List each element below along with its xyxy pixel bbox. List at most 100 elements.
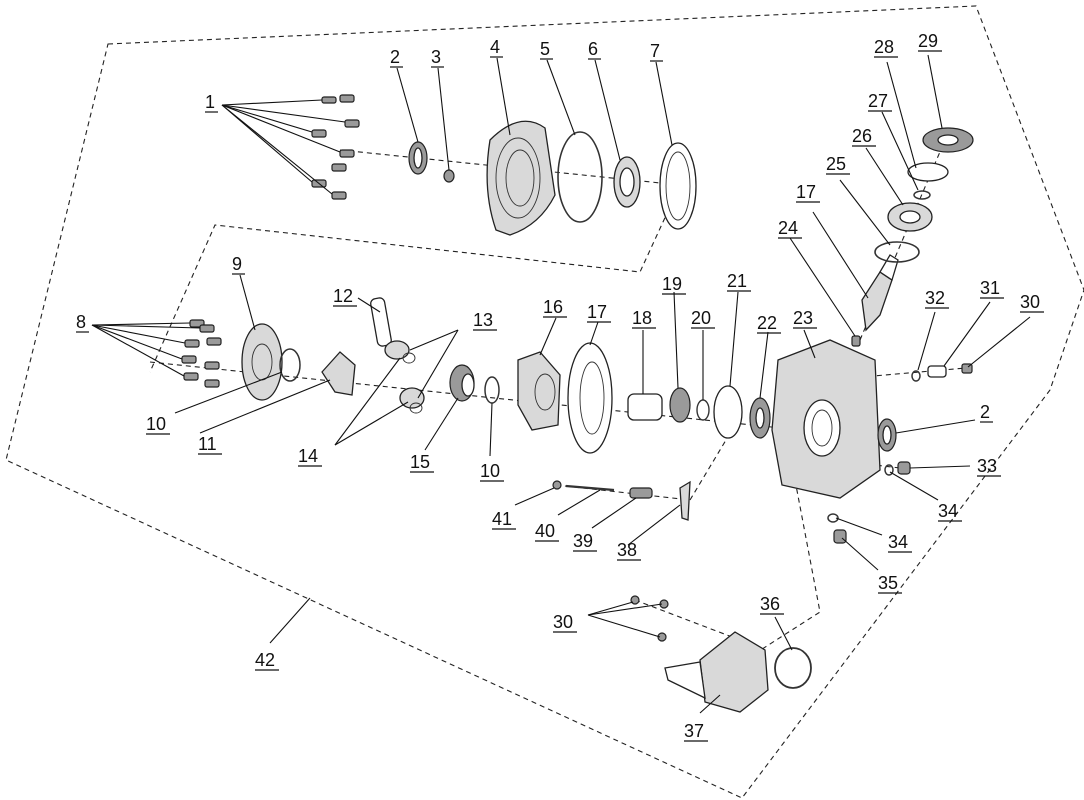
callout-20: 20: [691, 308, 711, 328]
actuator-bolts: [630, 595, 669, 642]
callout-3: 3: [431, 47, 441, 67]
callout-6: 6: [588, 39, 598, 59]
sleeve-ring: [713, 385, 743, 439]
spider-gear-lower: [399, 387, 425, 414]
callout-24: 24: [778, 218, 798, 238]
bearing-middle: [749, 397, 771, 439]
callout-11: 11: [198, 434, 217, 454]
callout-36: 36: [760, 594, 780, 614]
callout-39: 39: [573, 531, 593, 551]
callout-10-left: 10: [146, 414, 166, 434]
callout-2-right: 2: [980, 402, 990, 422]
actuator-motor: [664, 631, 769, 713]
thrust-plate: [659, 142, 697, 230]
callout-42: 42: [255, 650, 275, 670]
callout-1: 1: [205, 92, 215, 112]
callout-26: 26: [852, 126, 872, 146]
side-gear: [321, 351, 356, 396]
callout-18: 18: [632, 308, 652, 328]
callout-8: 8: [76, 312, 86, 332]
sensor-o-ring: [911, 370, 921, 382]
callout-40: 40: [535, 521, 555, 541]
bolt-set-top: [311, 94, 360, 200]
pinion-shaft-pin: [370, 297, 392, 347]
fill-washer: [827, 513, 839, 523]
needle-bearing: [669, 387, 691, 423]
oil-seal-top: [408, 141, 428, 175]
callout-29: 29: [918, 31, 938, 51]
snap-ring: [696, 399, 710, 421]
callout-19: 19: [662, 274, 682, 294]
axis-line-motor: [744, 479, 821, 661]
spider-gear-upper: [384, 340, 416, 364]
shift-rod: [565, 484, 615, 492]
pinion-seal: [922, 127, 974, 153]
washer-middle: [484, 376, 500, 404]
o-ring-pinion: [874, 241, 920, 263]
callout-9: 9: [232, 254, 242, 274]
detent-ball: [552, 480, 562, 490]
callout-10-middle: 10: [480, 461, 500, 481]
callout-22: 22: [757, 313, 777, 333]
callout-30-right: 30: [1020, 292, 1040, 312]
bearing-top: [613, 156, 641, 208]
fill-plug: [833, 529, 847, 544]
spring: [629, 487, 653, 499]
axis-line-motor-bolts: [634, 599, 741, 641]
plug-small: [443, 169, 455, 183]
callout-35: 35: [878, 573, 898, 593]
callout-17-ring: 17: [587, 302, 607, 322]
washer-left: [279, 348, 301, 382]
differential-cover: [241, 323, 283, 401]
actuator-o-ring: [774, 647, 812, 689]
sensor: [927, 365, 947, 378]
callout-27: 27: [868, 91, 888, 111]
shift-fork: [679, 480, 691, 521]
clutch-gear: [449, 364, 475, 402]
callout-7: 7: [650, 41, 660, 61]
pinion-washer: [907, 162, 949, 182]
callout-33: 33: [977, 456, 997, 476]
axis-line-fork-up: [689, 419, 739, 501]
housing-cover: [486, 120, 556, 236]
callout-34-lower: 34: [888, 532, 908, 552]
main-housing: [771, 339, 881, 499]
callout-25: 25: [826, 154, 846, 174]
bolt-set-left: [181, 319, 222, 388]
axis-return-line: [149, 184, 681, 373]
o-ring-large: [557, 131, 603, 223]
callout-14: 14: [298, 446, 318, 466]
callout-5: 5: [540, 39, 550, 59]
callout-37: 37: [684, 721, 704, 741]
callout-28: 28: [874, 37, 894, 57]
callout-38: 38: [617, 540, 637, 560]
pinion-snap-ring: [913, 190, 931, 200]
callout-labels: 1 2 3 4 5 6 7 8 9 10 11 12 13 14 15 10 1…: [76, 31, 1044, 742]
callout-2-top: 2: [390, 47, 400, 67]
callout-34-upper: 34: [938, 501, 958, 521]
callout-32: 32: [925, 288, 945, 308]
callout-17-pinion: 17: [796, 182, 816, 202]
callout-4: 4: [490, 37, 500, 57]
callout-23: 23: [793, 308, 813, 328]
assembly-boundary: [5, 5, 1084, 799]
callout-41: 41: [492, 509, 512, 529]
oil-seal-right: [877, 418, 897, 452]
drain-washer: [884, 464, 894, 476]
callout-13: 13: [473, 310, 493, 330]
output-shaft: [627, 393, 663, 421]
callout-31: 31: [980, 278, 1000, 298]
pinion-gear: [861, 254, 899, 332]
pinion-pin: [851, 335, 861, 347]
callout-21: 21: [727, 271, 747, 291]
callout-16: 16: [543, 297, 563, 317]
axis-line-top: [339, 149, 681, 186]
callout-12: 12: [333, 286, 353, 306]
pinion-bearing: [887, 202, 933, 232]
drain-plug: [897, 461, 911, 475]
callout-30-bottom: 30: [553, 612, 573, 632]
differential-carrier: [517, 351, 561, 431]
ring-gear: [567, 342, 613, 454]
callout-15: 15: [410, 452, 430, 472]
